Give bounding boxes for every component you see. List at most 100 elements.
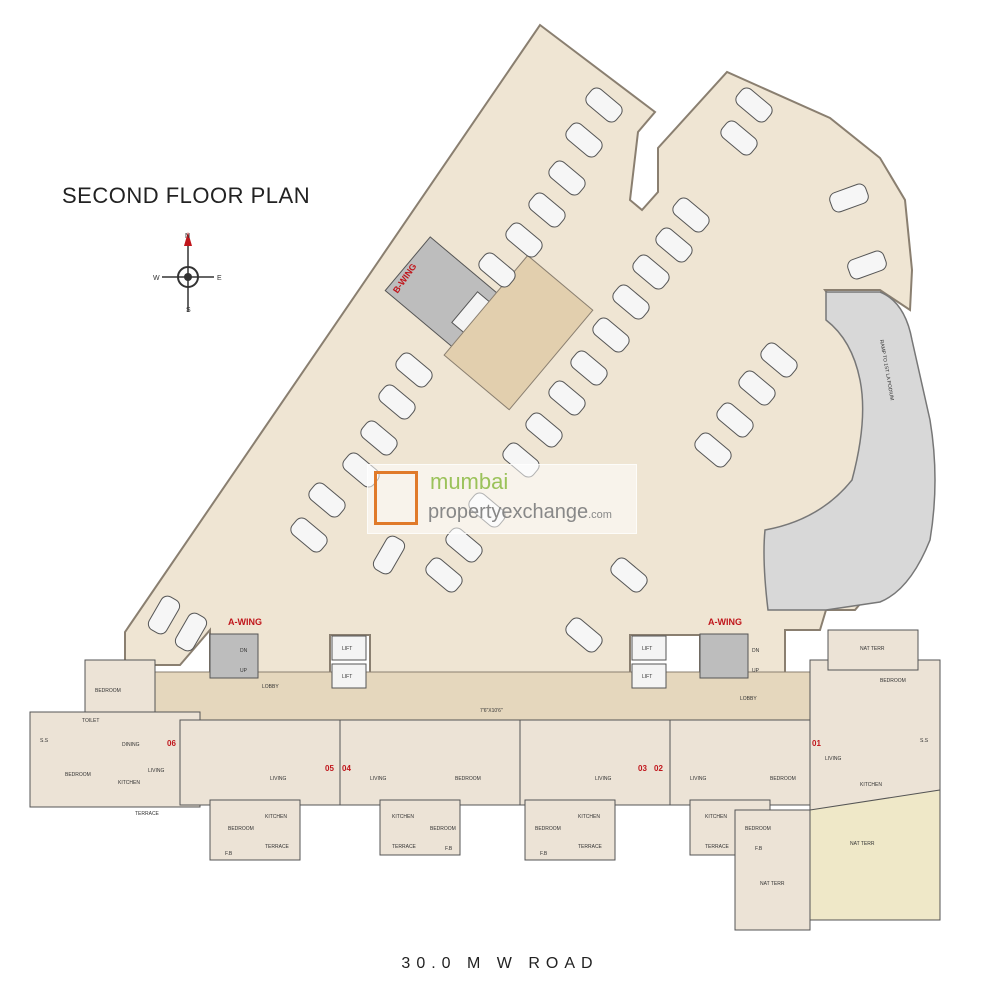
bedroom-label-7: BEDROOM (430, 826, 456, 832)
car (655, 227, 693, 263)
compass-s: S (186, 307, 191, 314)
car (829, 183, 869, 213)
stair-dn-left: DN (240, 648, 248, 654)
lift-right-1 (631, 635, 667, 661)
living-label-1: LIVING (148, 768, 165, 774)
kitchen-label-5: KITCHEN (578, 814, 600, 820)
terrace-label-4: TERRACE (578, 844, 603, 850)
car (548, 160, 586, 196)
lift-right-2-label: LIFT (642, 674, 652, 680)
bedroom-label-5: BEDROOM (880, 678, 906, 684)
bedroom-label-8: BEDROOM (535, 826, 561, 832)
kitchen-label-4: KITCHEN (392, 814, 414, 820)
kitchen-label-6: KITCHEN (705, 814, 727, 820)
car (720, 120, 758, 156)
lobby-left-label: LOBBY (262, 684, 279, 690)
bedroom-label-1: BEDROOM (95, 688, 121, 694)
car (612, 284, 650, 320)
plan-title: SECOND FLOOR PLAN (62, 183, 311, 208)
toilet-label-1: TOILET (82, 718, 99, 724)
car (395, 352, 433, 388)
car (505, 222, 543, 258)
car (632, 254, 670, 290)
watermark-top-text: mumbai (430, 469, 509, 494)
car (548, 380, 586, 416)
watermark-bottom-main: propertyexchange (428, 501, 589, 523)
kitchen-label-1: KITCHEN (118, 780, 140, 786)
corridor-dim-label: 7'6"X10'6" (480, 708, 503, 714)
car (308, 482, 346, 518)
car (570, 350, 608, 386)
car (592, 317, 630, 353)
living-label-5: LIVING (690, 776, 707, 782)
living-label-2: LIVING (270, 776, 287, 782)
lobby-right-label: LOBBY (740, 696, 757, 702)
lift-left-2 (331, 663, 367, 689)
watermark: mumbai propertyexchange.com (367, 464, 637, 534)
nat-terr-label-2: NAT TERR (850, 841, 875, 847)
bedroom-label-3: BEDROOM (455, 776, 481, 782)
bedroom-label-4: BEDROOM (770, 776, 796, 782)
ss-label-2: S.S (920, 738, 929, 744)
b-wing-core (384, 236, 594, 411)
kitchen-label-3: KITCHEN (265, 814, 287, 820)
terrace-label-3: TERRACE (392, 844, 417, 850)
flat-number-01: 01 (812, 739, 821, 748)
terrace-label-5: TERRACE (705, 844, 730, 850)
stair-up-left: UP (240, 668, 248, 674)
kitchen-label-2: KITCHEN (860, 782, 882, 788)
parked-cars (147, 87, 887, 653)
car (478, 252, 516, 288)
road-label: 30.0 M W ROAD (401, 955, 599, 972)
bedroom-label-6: BEDROOM (228, 826, 254, 832)
car (360, 420, 398, 456)
car (585, 87, 623, 123)
car (565, 122, 603, 158)
watermark-bottom-text: propertyexchange.com (428, 501, 612, 524)
car (735, 87, 773, 123)
stair-dn-right: DN (752, 648, 760, 654)
stair-up-right: UP (752, 668, 760, 674)
fb-label-3: F.B (540, 851, 548, 857)
car (372, 535, 406, 575)
fb-label-1: F.B (225, 851, 233, 857)
nat-terr-label-3: NAT TERR (760, 881, 785, 887)
car (610, 557, 648, 593)
terrace-label-2: TERRACE (265, 844, 290, 850)
lift-left-1-label: LIFT (342, 646, 352, 652)
car (378, 384, 416, 420)
car (716, 402, 754, 438)
car (528, 192, 566, 228)
car (290, 517, 328, 553)
car (672, 197, 710, 233)
bedroom-label-2: BEDROOM (65, 772, 91, 778)
a-wing-left-label: A-WING (228, 617, 262, 627)
lift-right-1-label: LIFT (642, 646, 652, 652)
ramp (763, 291, 936, 611)
compass-icon (162, 232, 214, 312)
car (738, 370, 776, 406)
lift-left-2-label: LIFT (342, 674, 352, 680)
ss-label-1: S.S (40, 738, 49, 744)
a-wing-right-label: A-WING (708, 617, 742, 627)
flat-number-03: 03 (638, 764, 647, 773)
terrace-label-1: TERRACE (135, 811, 160, 817)
living-label-3: LIVING (370, 776, 387, 782)
dining-label-1: DINING (122, 742, 140, 748)
fb-label-2: F.B (445, 846, 453, 852)
flat-number-05: 05 (325, 764, 334, 773)
car (847, 250, 887, 280)
living-label-6: LIVING (825, 756, 842, 762)
living-label-4: LIVING (595, 776, 612, 782)
lift-right-2 (631, 663, 667, 689)
a-wing-right-stair (699, 633, 749, 679)
car (525, 412, 563, 448)
car (760, 342, 798, 378)
flat-number-06: 06 (167, 739, 176, 748)
flat-number-04: 04 (342, 764, 351, 773)
bedroom-label-9: BEDROOM (745, 826, 771, 832)
car (565, 617, 603, 653)
compass-n: N (185, 233, 190, 240)
flat-number-02: 02 (654, 764, 663, 773)
